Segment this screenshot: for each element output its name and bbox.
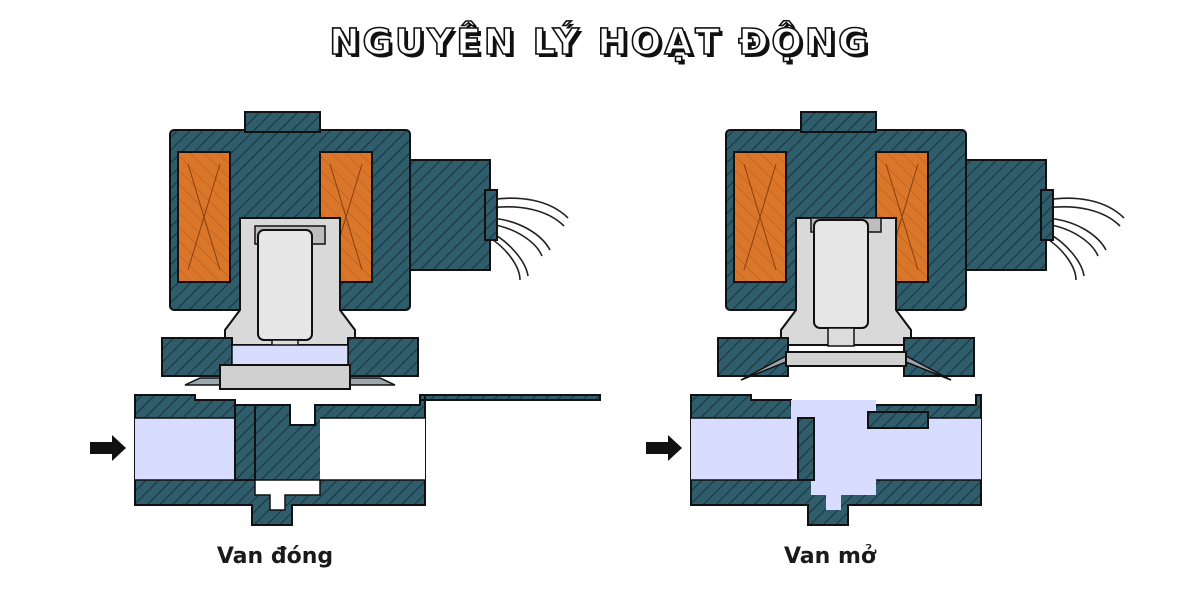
connector [965, 159, 1047, 271]
disc [785, 351, 907, 367]
inlet-fluid [135, 418, 235, 480]
wires [1045, 197, 1125, 281]
wires [489, 197, 569, 281]
plunger [257, 229, 313, 341]
inlet-arrow [90, 435, 126, 461]
valve-closed-diagram [80, 100, 640, 540]
plunger [813, 219, 869, 329]
outlet-empty [320, 418, 425, 480]
caption-open: Van mở [783, 544, 877, 569]
connector [409, 159, 491, 271]
caption-closed: Van đóng [216, 544, 334, 569]
inlet-arrow [646, 435, 682, 461]
dividing-wall [234, 404, 256, 481]
page-title: NGUYÊN LÝ HOẠT ĐỘNG [329, 21, 871, 64]
disc [219, 364, 351, 390]
valve-open-diagram [636, 100, 1196, 540]
dividing-wall [797, 417, 815, 481]
